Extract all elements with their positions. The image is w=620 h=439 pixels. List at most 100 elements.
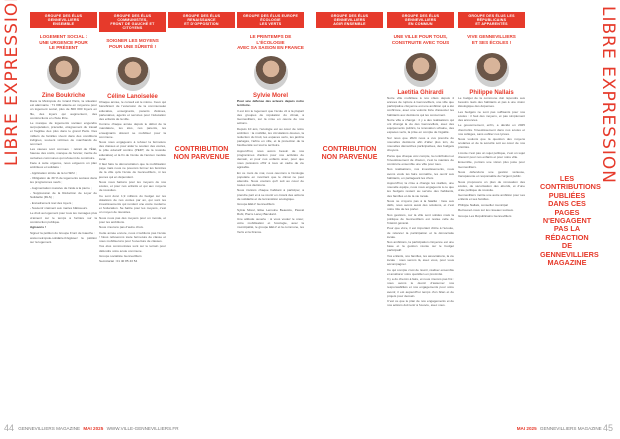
body-paragraph: Nos gestions, sur la ville sont solides … — [387, 212, 454, 225]
column-banner: Groupe des élus Renaissanceet d'oppositi… — [168, 12, 235, 28]
left-page: LIBRE EXPRESSION Groupe des élus Gennevi… — [2, 0, 304, 433]
body-paragraph: Sur nous que 2024 nous a vus prendre de … — [387, 135, 454, 153]
body-paragraph: Chaque année, le conseil est le même. Ce… — [99, 100, 166, 121]
magazine-name: GENNEVILLIERS MAGAZINE — [18, 426, 81, 431]
column-5: Groupe des élus Gennevilliersagir ensemb… — [316, 12, 383, 424]
column-2: Groupe des élus communistes,front de gau… — [99, 12, 166, 424]
body-paragraph: - Suppression de la Réduction de Loyer d… — [30, 191, 97, 200]
left-footer: 44 GENNEVILLIERS MAGAZINE MAI 2025 WWW.V… — [4, 423, 179, 433]
editorial-notice: Les contributions publiées dans ces page… — [540, 174, 601, 267]
body-paragraph: Vos élus communistes sont sur le terrain… — [99, 244, 166, 253]
body-paragraph: Depuis 10 ans, l'écologie est au cœur de… — [237, 126, 304, 148]
body-paragraph: - Application stricte de la loi SRU ; — [30, 170, 77, 175]
body-paragraph: Gennevilliers mérite une autre ambition … — [458, 193, 525, 202]
body-paragraph: Ensemble, portons une vision plus juste … — [458, 160, 525, 169]
page-number: 45 — [602, 423, 613, 433]
body-paragraph: - Obligation de 30 % de logements sociau… — [30, 176, 97, 185]
body-paragraph: Groupe Les Républicains Gennevilliers — [458, 213, 512, 218]
body-paragraph: C'est ce que le plan de nos engagements … — [387, 299, 454, 308]
body-paragraph: En ce mois de mai, nous œuvrons à l'écol… — [237, 170, 304, 187]
body-paragraph: Il est loin le logement que l'école vit … — [237, 108, 304, 126]
column-banner: Groupe des élus Les Républicainset appar… — [458, 12, 525, 28]
body-paragraph: Nous nous engageons à refuser la fermetu… — [99, 140, 166, 161]
column-headline: Le printemps de l'écologieavec sa saison… — [237, 33, 304, 51]
body-paragraph: Nous ne croyons pas à la fatalité : face… — [387, 198, 454, 212]
body-paragraph: Le gouvernement, enfin, a décidé en 2025… — [458, 123, 525, 136]
right-footer: MAI 2025 GENNEVILLIERS MAGAZINE 45 — [515, 423, 616, 433]
body-paragraph: Les causes sont connues : retrait de l'É… — [30, 147, 97, 160]
body-paragraph: Sylvie Morel, Elise Lemoine Beausire, Pa… — [237, 207, 304, 216]
body-paragraph: Signez la pétition du Groupe Front de Ga… — [30, 230, 95, 235]
body-paragraph: Notre ville a changé : il y a des réalis… — [387, 117, 454, 135]
body-paragraph: Groupe EELV Gennevilliers — [237, 202, 275, 207]
body-paragraph: - Augmentation massive de l'aide à la pi… — [30, 185, 92, 190]
body-paragraph: Vos enfants, nos familles, les associati… — [387, 253, 454, 267]
body-paragraph: Nous invitons chaque habitant à particip… — [237, 188, 304, 201]
body-paragraph: Pour que vivre, il est important d'être … — [387, 226, 454, 239]
author-photo — [403, 52, 438, 87]
body-paragraph: Face à cette urgence, nous exigeons un p… — [30, 161, 97, 170]
column-6: Groupe des élus Gennevilliersen commun U… — [387, 12, 454, 424]
body-paragraph: Il y a du chemin à faire, et nous n'avon… — [387, 277, 454, 298]
author-name: Céline Lanoiselée — [107, 94, 158, 101]
body-paragraph: www.metropole-solidaire.fr/agissez la pé… — [30, 236, 97, 245]
body-paragraph: - Encadrement réel des loyers ; — [30, 200, 73, 205]
body-paragraph: Nous nous pas des moyens pour un monde, … — [99, 215, 166, 224]
body-paragraph: Ce sont donc 1,9 millions du budget sur … — [99, 193, 166, 215]
body-paragraph: Nous n'aurons pas d'autre choix. — [99, 225, 144, 230]
body-paragraph: Aujourd'hui, nous avons besoin de nos pr… — [237, 148, 304, 170]
column-3: Groupe des élus Renaissanceet d'oppositi… — [168, 12, 235, 424]
body-paragraph: Il faut faire la démonstration que la mo… — [99, 162, 166, 179]
body-paragraph: Le manque de logements sociaux engendre … — [30, 121, 97, 146]
contribution-not-received: Contributionnon parvenue — [321, 145, 378, 161]
right-vertical-title: LIBRE EXPRESSION — [598, 6, 618, 184]
column-body: Le budget de la commune doit répondre au… — [458, 96, 525, 218]
column-body: Notre ville mobilisée à nos côtés depuis… — [387, 96, 454, 307]
right-page: LIBRE EXPRESSION Groupe des élus Gennevi… — [310, 0, 620, 439]
body-paragraph: Nous proposons un plan de rénovation des… — [458, 179, 525, 192]
author-name: Sylvie Morel — [252, 93, 288, 100]
column-body: Pour une défense des acteurs depuis notr… — [237, 99, 304, 234]
body-paragraph: Secrétariat : 01 40 85 43 54 — [99, 259, 138, 264]
column-body: Dans la Métropole du Grand Paris, la sit… — [30, 99, 97, 244]
body-paragraph: Notre ville mobilisée à nos côtés depuis… — [387, 95, 454, 117]
left-vertical-title: LIBRE EXPRESSION — [2, 0, 22, 166]
body-paragraph: L'école n'est pas un sujet politique, c'… — [458, 150, 525, 159]
body-paragraph: Philippe Nallais, conseiller municipal — [458, 202, 508, 207]
column-headline: Vive Gennevillierset ses écoles ! — [467, 33, 516, 45]
author-photo — [253, 56, 288, 91]
body-paragraph: Nos ambitions, la participation citoyenn… — [387, 240, 454, 253]
issue-date: MAI 2025 — [83, 426, 104, 431]
body-paragraph: Groupe socialiste Gennevilliers — [99, 254, 142, 258]
body-paragraph: Parce que chaque voix compte, la contrib… — [387, 153, 454, 166]
column-banner: Groupe des élus Gennevilliersen commun — [387, 12, 454, 28]
column-banner: Groupe des élus Gennevilliersagir ensemb… — [316, 12, 383, 28]
contribution-not-received: Contributionnon parvenue — [173, 145, 230, 161]
body-paragraph: Ce qui compte c'est de réunir, réaliser … — [387, 267, 454, 276]
body-paragraph: Une attitude ouverte : si vous voulez le… — [237, 217, 304, 234]
column-banner: Groupe des élus Europe ÉcologieLes Verts — [237, 12, 304, 28]
body-paragraph: Agissons ! — [30, 225, 46, 230]
column-banner: Groupe des élus Gennevilliersensemble — [30, 12, 97, 28]
body-paragraph: Dans la Métropole du Grand Paris, la sit… — [30, 99, 97, 120]
issue-date: MAI 2025 — [516, 426, 537, 431]
body-paragraph: Cette année encore, nous n'oublions pas … — [99, 230, 166, 243]
author-photo — [115, 57, 150, 92]
body-paragraph: Nous défendons une gestion sérieuse, tra… — [458, 169, 525, 179]
author-name: Zine Boukriche — [41, 93, 86, 100]
body-paragraph: - Soutenir vraiment aux maires bâtisseur… — [30, 206, 88, 211]
body-paragraph: Les budgets ne sont pas suffisants pour … — [458, 109, 525, 122]
column-banner: Groupe des élus communistes,front de gau… — [99, 12, 166, 33]
column-headline: Une ville pour tous,construite avec tous — [391, 33, 450, 45]
body-paragraph: Pour une défense des acteurs depuis notr… — [237, 99, 304, 108]
column-4: Groupe des élus Europe ÉcologieLes Verts… — [237, 12, 304, 424]
website: WWW.VILLE-GENNEVILLIERS.FR — [106, 426, 179, 431]
body-paragraph: Comme chaque année depuis le début de la… — [99, 122, 166, 139]
body-paragraph: Retrouvez-nous sur les réseaux sociaux. — [458, 208, 514, 213]
author-name: Laetitia Ghirardi — [397, 89, 444, 96]
page-number: 44 — [4, 423, 15, 433]
body-paragraph: Aujourd'hui, la crise a changé les réali… — [387, 181, 454, 198]
body-paragraph: Le budget de la commune doit répondre au… — [458, 95, 525, 109]
